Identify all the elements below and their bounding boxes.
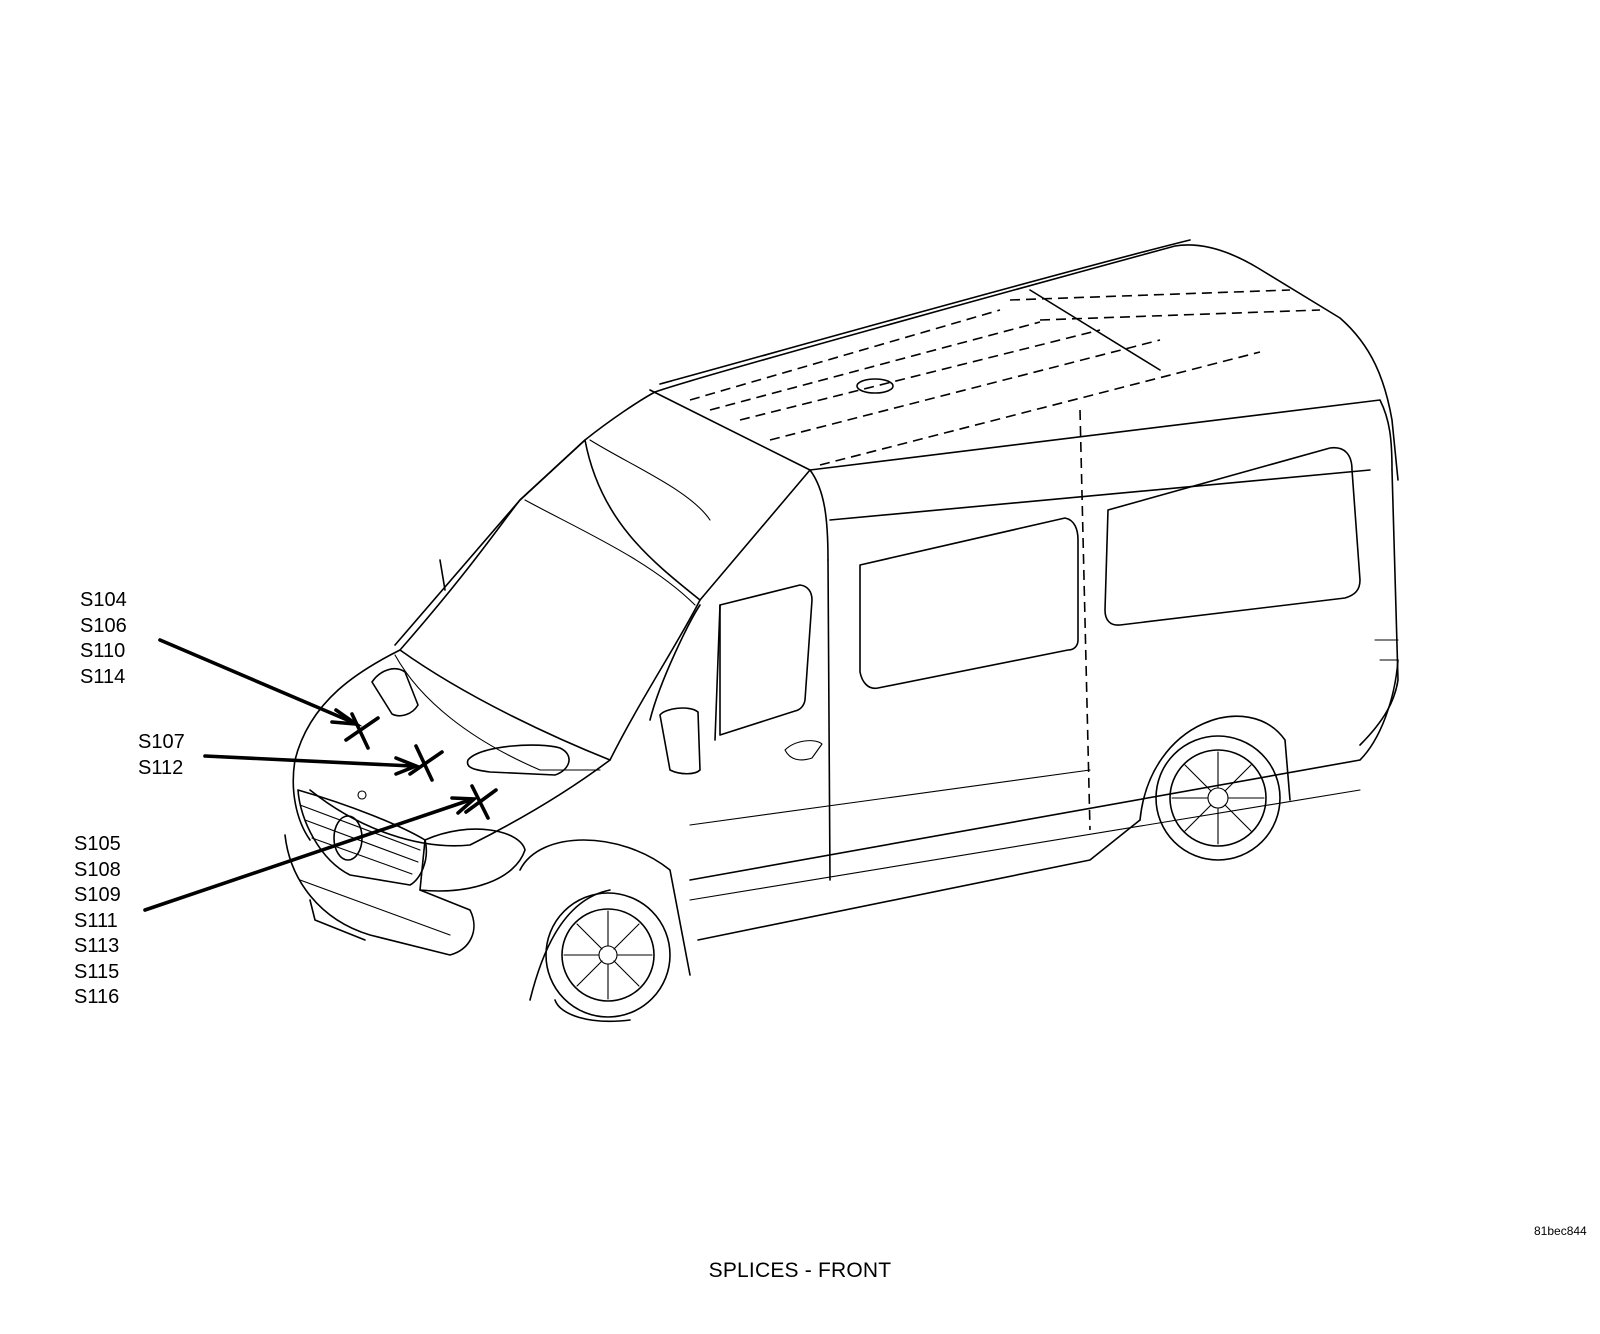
splice-label: S114	[80, 665, 126, 688]
splice-label-group-b: S107 S112	[138, 730, 185, 781]
figure-id: 81bec844	[1534, 1224, 1587, 1238]
splice-label: S109	[74, 884, 121, 906]
splice-label: S105	[74, 833, 121, 855]
leader-line-group-a	[158, 638, 354, 724]
diagram-caption: SPLICES - FRONT	[708, 1259, 892, 1282]
splice-label: S108	[74, 858, 121, 881]
splice-label: S111	[74, 909, 118, 932]
arrowhead-group-b	[394, 756, 421, 776]
splice-label: S115	[74, 960, 120, 983]
splice-label-group-a: S104 S106 S110 S114	[80, 588, 127, 690]
callout-leaders	[143, 638, 479, 912]
leader-line-group-b	[203, 754, 414, 768]
splice-label: S107	[138, 731, 185, 753]
splice-label: S116	[74, 986, 120, 1008]
splice-label-group-c: S105 S108 S109 S111 S113 S115 S116	[74, 832, 121, 1011]
van-outline	[284, 239, 1399, 1023]
leader-line-group-c	[143, 798, 472, 912]
splice-marker-b	[408, 744, 444, 782]
splice-label: S113	[74, 935, 120, 957]
splice-marker-c	[464, 784, 498, 820]
splice-label: S104	[80, 589, 127, 611]
splice-label: S112	[138, 756, 184, 779]
splice-marker-a	[344, 712, 380, 750]
arrowhead-group-c	[450, 796, 479, 815]
splice-label: S110	[80, 640, 126, 662]
splice-label: S106	[80, 614, 127, 637]
